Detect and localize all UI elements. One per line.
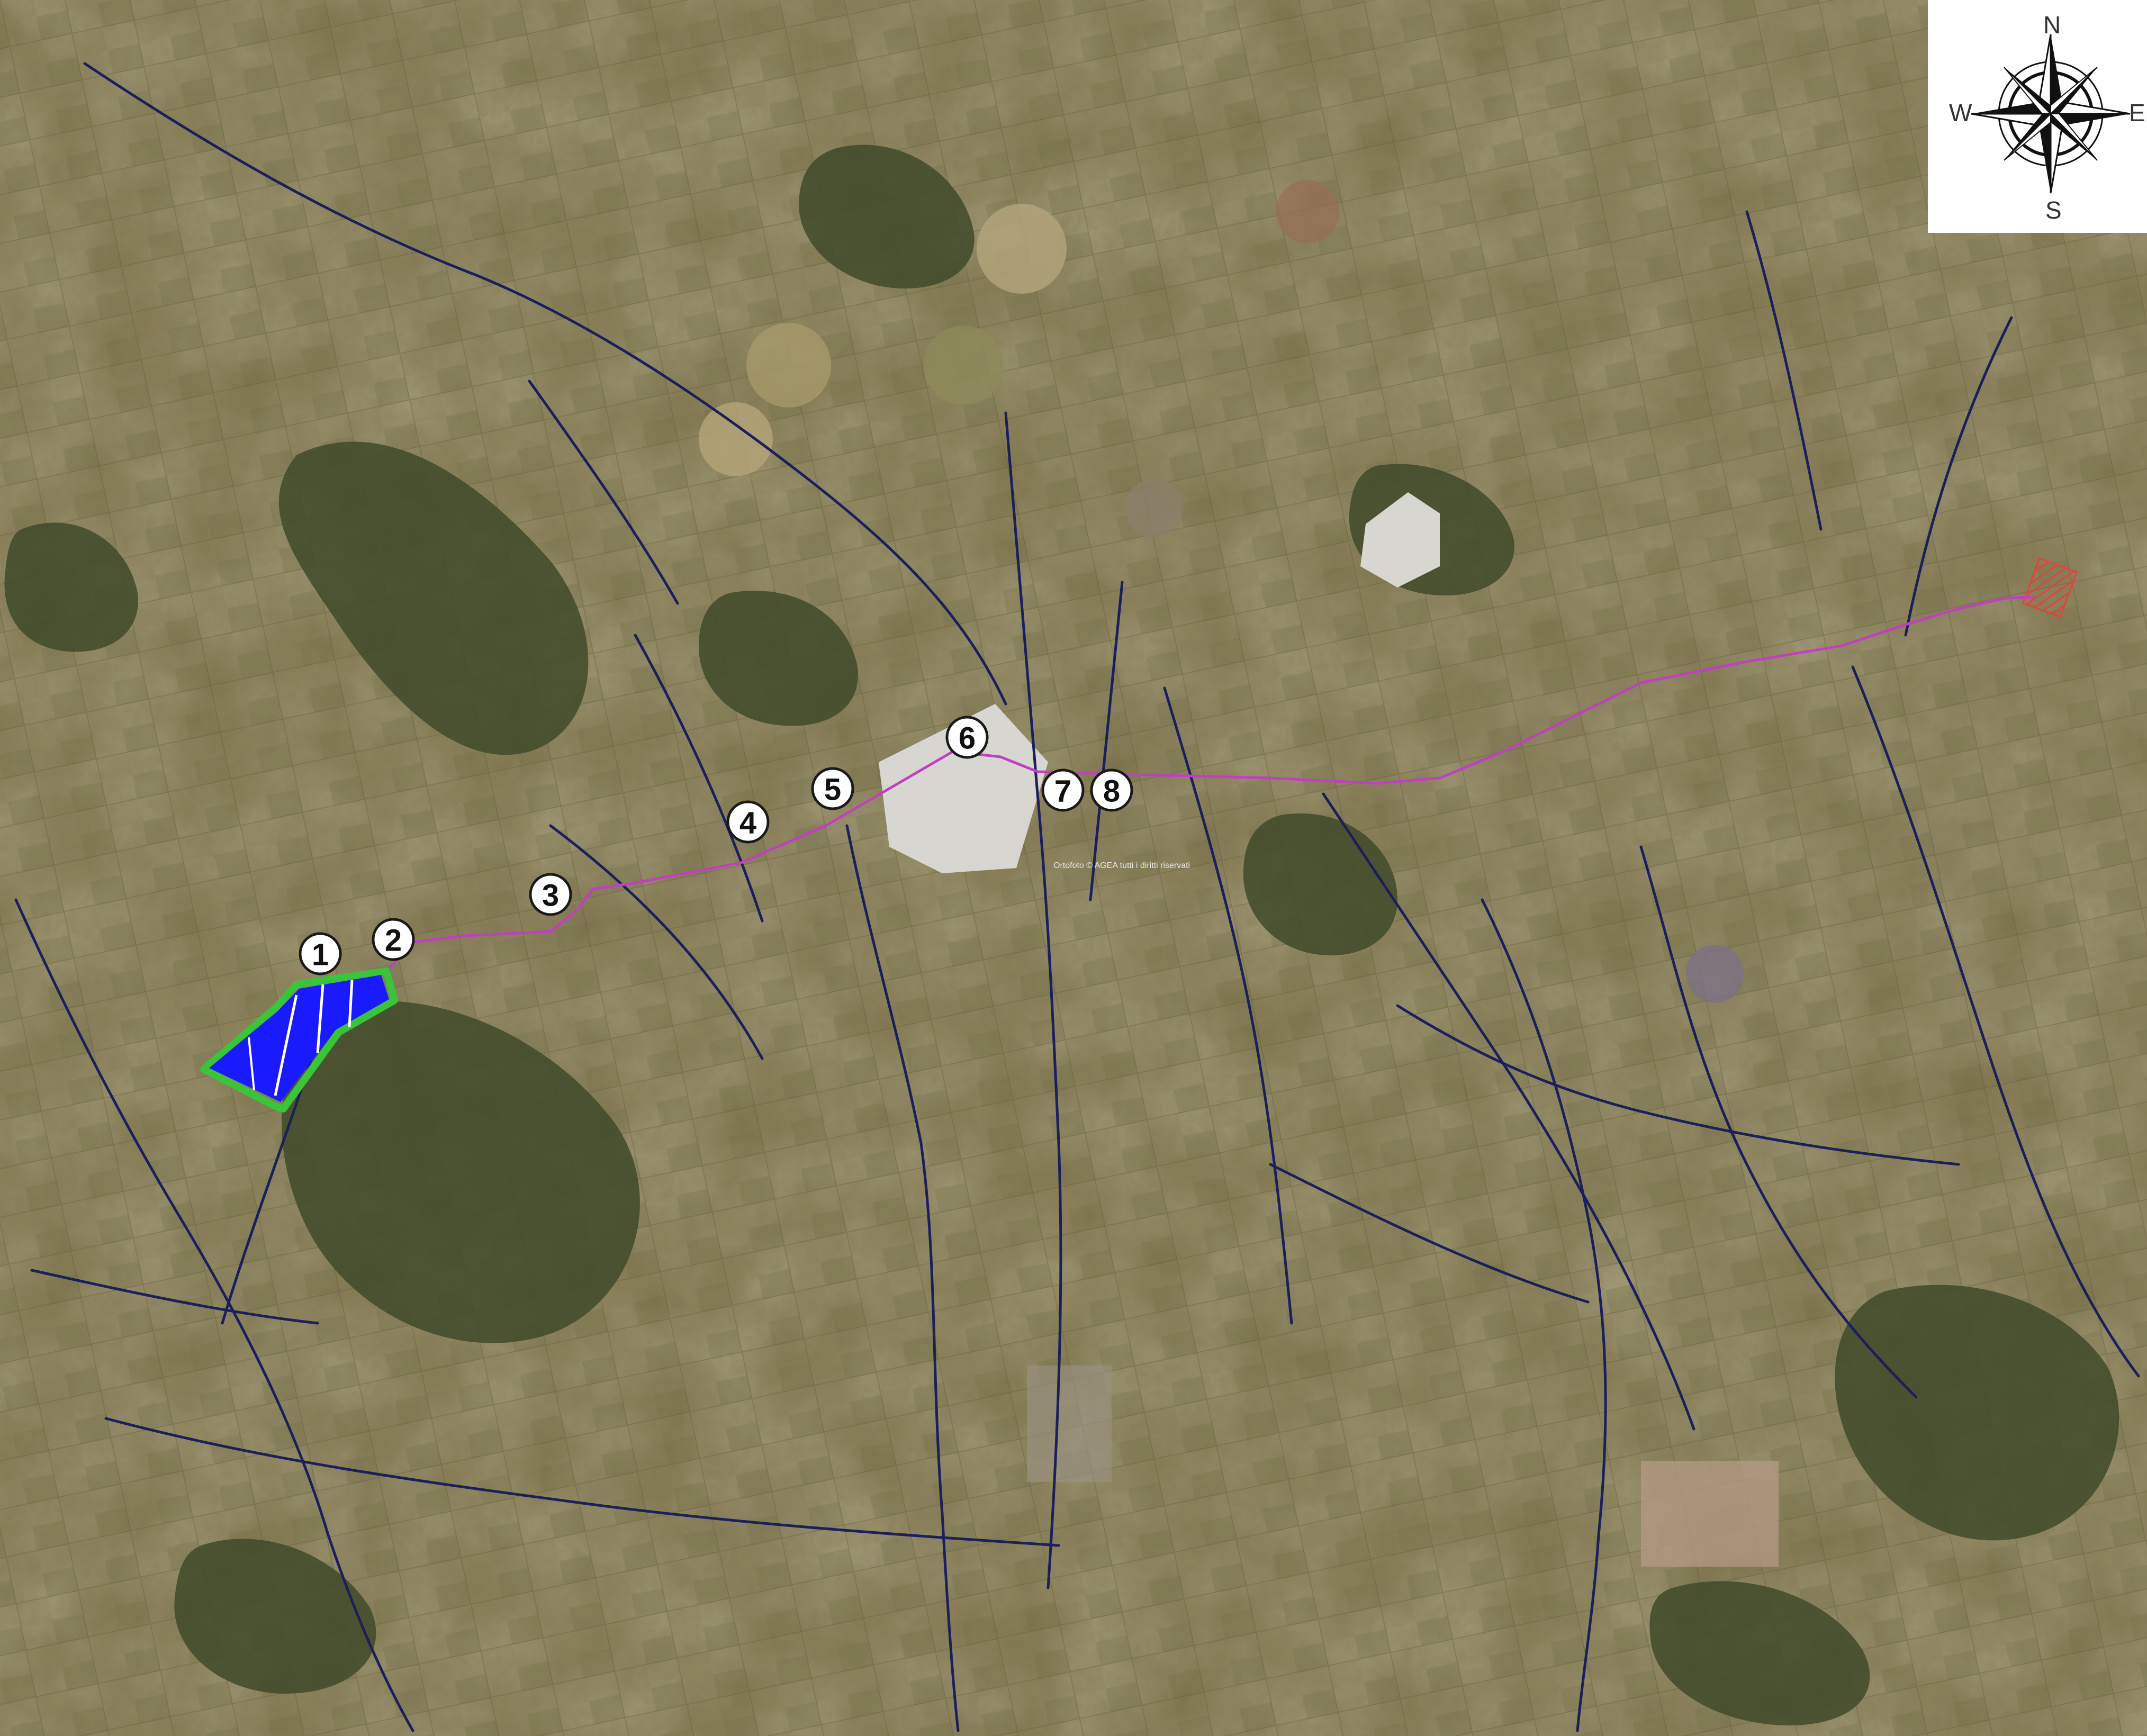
- compass-north-label: N: [2043, 11, 2061, 39]
- compass-south-label: S: [2045, 196, 2062, 224]
- marker-label: 2: [385, 924, 402, 958]
- marker-label: 1: [312, 938, 329, 972]
- route-marker-2[interactable]: 2: [372, 918, 415, 961]
- compass-panel: N S E W: [1928, 0, 2147, 233]
- irrigation-pivot-fields: [699, 180, 1744, 1003]
- town-area: [1027, 1366, 1779, 1567]
- route-marker-7[interactable]: 7: [1041, 768, 1085, 812]
- ortho-credit: Ortofoto © AGEA tutti i diritti riservat…: [1053, 861, 1190, 870]
- forested-hills: [4, 144, 2119, 1725]
- marker-label: 4: [739, 806, 756, 840]
- route-marker-1[interactable]: 1: [299, 932, 342, 975]
- stream-network: [14, 62, 2140, 1732]
- marker-label: 5: [824, 773, 841, 807]
- route-marker-8[interactable]: 8: [1090, 768, 1133, 812]
- route-marker-6[interactable]: 6: [945, 716, 989, 759]
- marker-label: 8: [1103, 774, 1120, 809]
- quarry-areas: [879, 492, 1440, 873]
- route-markers: 1 2 3 4 5 6 7: [299, 716, 1133, 975]
- route-marker-4[interactable]: 4: [726, 800, 770, 844]
- solar-plant-area: [200, 968, 398, 1113]
- marker-label: 6: [959, 721, 976, 756]
- route-marker-5[interactable]: 5: [811, 767, 854, 810]
- compass-east-label: E: [2129, 99, 2145, 126]
- marker-label: 3: [542, 879, 559, 913]
- route-marker-3[interactable]: 3: [529, 873, 572, 916]
- marker-label: 7: [1054, 774, 1071, 809]
- compass-west-label: W: [1949, 99, 1972, 126]
- substation-area: [2022, 557, 2078, 618]
- compass-rose-icon: [1971, 34, 2131, 194]
